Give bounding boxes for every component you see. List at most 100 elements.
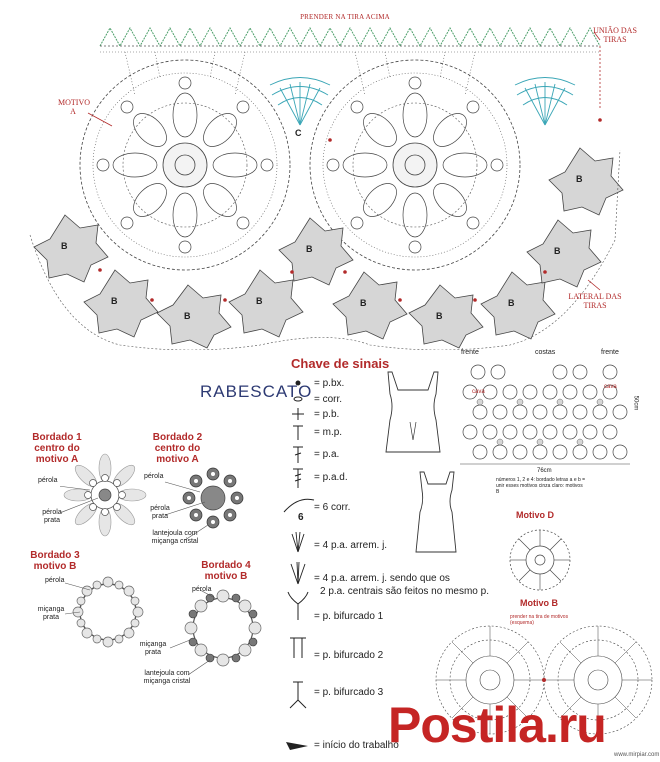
symbol-pad: [293, 468, 303, 488]
key-item-pa: = p.a.: [314, 449, 340, 460]
key-item-mp: = m.p.: [314, 427, 343, 438]
motivo-b-join-dot: [542, 678, 546, 682]
symbol-corr: [293, 396, 303, 402]
key-item-bifurcado-2: = p. bifurcado 2: [314, 650, 384, 661]
b1-perola-label: pérola: [38, 477, 58, 484]
top-zigzag-band: [99, 26, 601, 48]
key-item-corr: = corr.: [314, 394, 343, 405]
bordado-1-title: Bordado 1 centro do motivo A: [32, 432, 82, 465]
symbol-pbx: [295, 380, 301, 386]
motivo-a-arrow: [87, 112, 113, 127]
motif-a-right: [309, 59, 521, 271]
symbol-mp: [293, 425, 303, 440]
motif-b-flower: [278, 217, 354, 286]
lateral-tiras-label: LATERAL DAS TIRAS: [568, 292, 622, 310]
b1-perola-prata-label: pérola prata: [42, 509, 62, 524]
key-six-label: 6: [298, 512, 304, 523]
garment-sketches: [385, 371, 457, 553]
symbol-bifurcado-1: [287, 591, 309, 620]
garment-top-1: [385, 371, 441, 453]
b2-perola-label: pérola: [144, 473, 164, 480]
motif-b-row: [33, 147, 624, 349]
motif-b-letter: B: [306, 244, 313, 254]
motivo-b-diagrams: [435, 625, 653, 735]
bordado-3-diagram: [72, 576, 144, 648]
hanging-chains: [124, 51, 476, 96]
grid-cava-right: cava: [604, 384, 617, 390]
grid-frente-right: frente: [601, 349, 619, 356]
grid-note: números 1, 2 e 4: bordado letras a e b =…: [496, 477, 586, 495]
header-prender-label: PRENDER NA TIRA ACIMA: [300, 13, 390, 21]
symbol-4pa-arrem: [291, 531, 305, 553]
motif-a-left: [79, 59, 291, 271]
key-item-bifurcado-1: = p. bifurcado 1: [314, 611, 384, 622]
grid-height-label: 50cm: [632, 395, 639, 411]
symbol-pb: [292, 408, 304, 420]
motif-b-letter: B: [436, 311, 443, 321]
b4-lantejoula-label: lantejoula com miçanga cristal: [143, 670, 191, 685]
motif-b-letter: B: [554, 246, 561, 256]
bordado-2-title: Bordado 2 centro do motivo A: [152, 432, 203, 465]
motif-b-letter: B: [508, 298, 515, 308]
b2-lantejoula-label: lantejoula com miçanga cristal: [151, 530, 199, 545]
motivo-d-title: Motivo D: [516, 510, 554, 520]
key-item-pad: = p.a.d.: [314, 472, 348, 483]
key-item-inicio: = início do trabalho: [314, 740, 399, 751]
key-title: Chave de sinais: [291, 356, 390, 371]
motif-b-letter: B: [184, 311, 191, 321]
letter-c-label: C: [295, 128, 302, 138]
bordado-2-diagram: [182, 467, 244, 529]
motif-b-flower: [156, 284, 232, 349]
embroidery-diagrams: [60, 453, 262, 676]
symbol-6corr: [283, 498, 315, 513]
grid-costas: costas: [535, 349, 556, 356]
key-item-bifurcado-3: = p. bifurcado 3: [314, 687, 384, 698]
key-item-4pa-arrem: = 4 p.a. arrem. j.: [314, 540, 388, 551]
key-symbols: [283, 380, 315, 750]
motif-b-flower: [83, 269, 159, 338]
teal-fan-right: [514, 77, 576, 126]
motif-b-flower: [526, 219, 602, 288]
b3-micanga-label: miçanga prata: [37, 606, 65, 621]
b3-perola-label: pérola: [45, 577, 65, 584]
key-item-4pa-arrem-2b: 2 p.a. centrais são feitos no mesmo p.: [320, 586, 489, 597]
b2-perola-prata-label: pérola prata: [150, 505, 170, 520]
union-arrow: [593, 31, 601, 41]
garment-top-2: [415, 471, 457, 553]
top-strip-diagram: [29, 26, 624, 350]
watermark-site: www.mirpiar.com: [614, 752, 660, 758]
key-item-4pa-arrem-2: = 4 p.a. arrem. j. sendo que os: [314, 573, 450, 584]
motif-b-letter: B: [360, 298, 367, 308]
uniao-tiras-label: UNIÃO DAS TIRAS: [593, 26, 637, 44]
grid-width-label: 76cm: [537, 468, 552, 474]
motivo-a-label: MOTIVO A: [58, 98, 90, 116]
motif-b-letter: B: [256, 296, 263, 306]
motif-b-letter: B: [61, 241, 68, 251]
motivo-d-diagram: [509, 529, 571, 591]
lateral-arrow: [587, 279, 601, 291]
motivo-b-note: prender na tira de motivos (esquema): [510, 614, 569, 626]
symbol-inicio: [286, 742, 308, 750]
motif-b-flower: [408, 284, 484, 349]
teal-fan-left: [269, 77, 331, 126]
motif-grid: [460, 364, 630, 465]
key-item-6corr: = 6 corr.: [314, 502, 351, 513]
motif-b-flower: [228, 269, 304, 338]
join-dots: [98, 118, 602, 302]
motif-b-letter: B: [111, 296, 118, 306]
motif-b-letter: B: [576, 174, 583, 184]
bordado-4-diagram: [184, 589, 262, 667]
bordado-4-title: Bordado 4 motivo B: [201, 560, 251, 582]
bottom-chain-border: [29, 149, 621, 350]
key-item-pb: = p.b.: [314, 409, 340, 420]
bordado-1-diagram: [63, 453, 147, 537]
motif-b-flower: [332, 271, 408, 340]
key-item-pbx: = p.bx.: [314, 378, 345, 389]
symbol-4pa-arrem-2: [290, 561, 306, 585]
symbol-bifurcado-3: [289, 681, 307, 709]
symbol-pa: [293, 446, 303, 463]
motif-b-flower: [33, 214, 109, 283]
motivo-b-title: Motivo B: [520, 598, 558, 608]
b4-perola-label: pérola: [192, 586, 212, 593]
grid-frente-left: frente: [461, 349, 479, 356]
